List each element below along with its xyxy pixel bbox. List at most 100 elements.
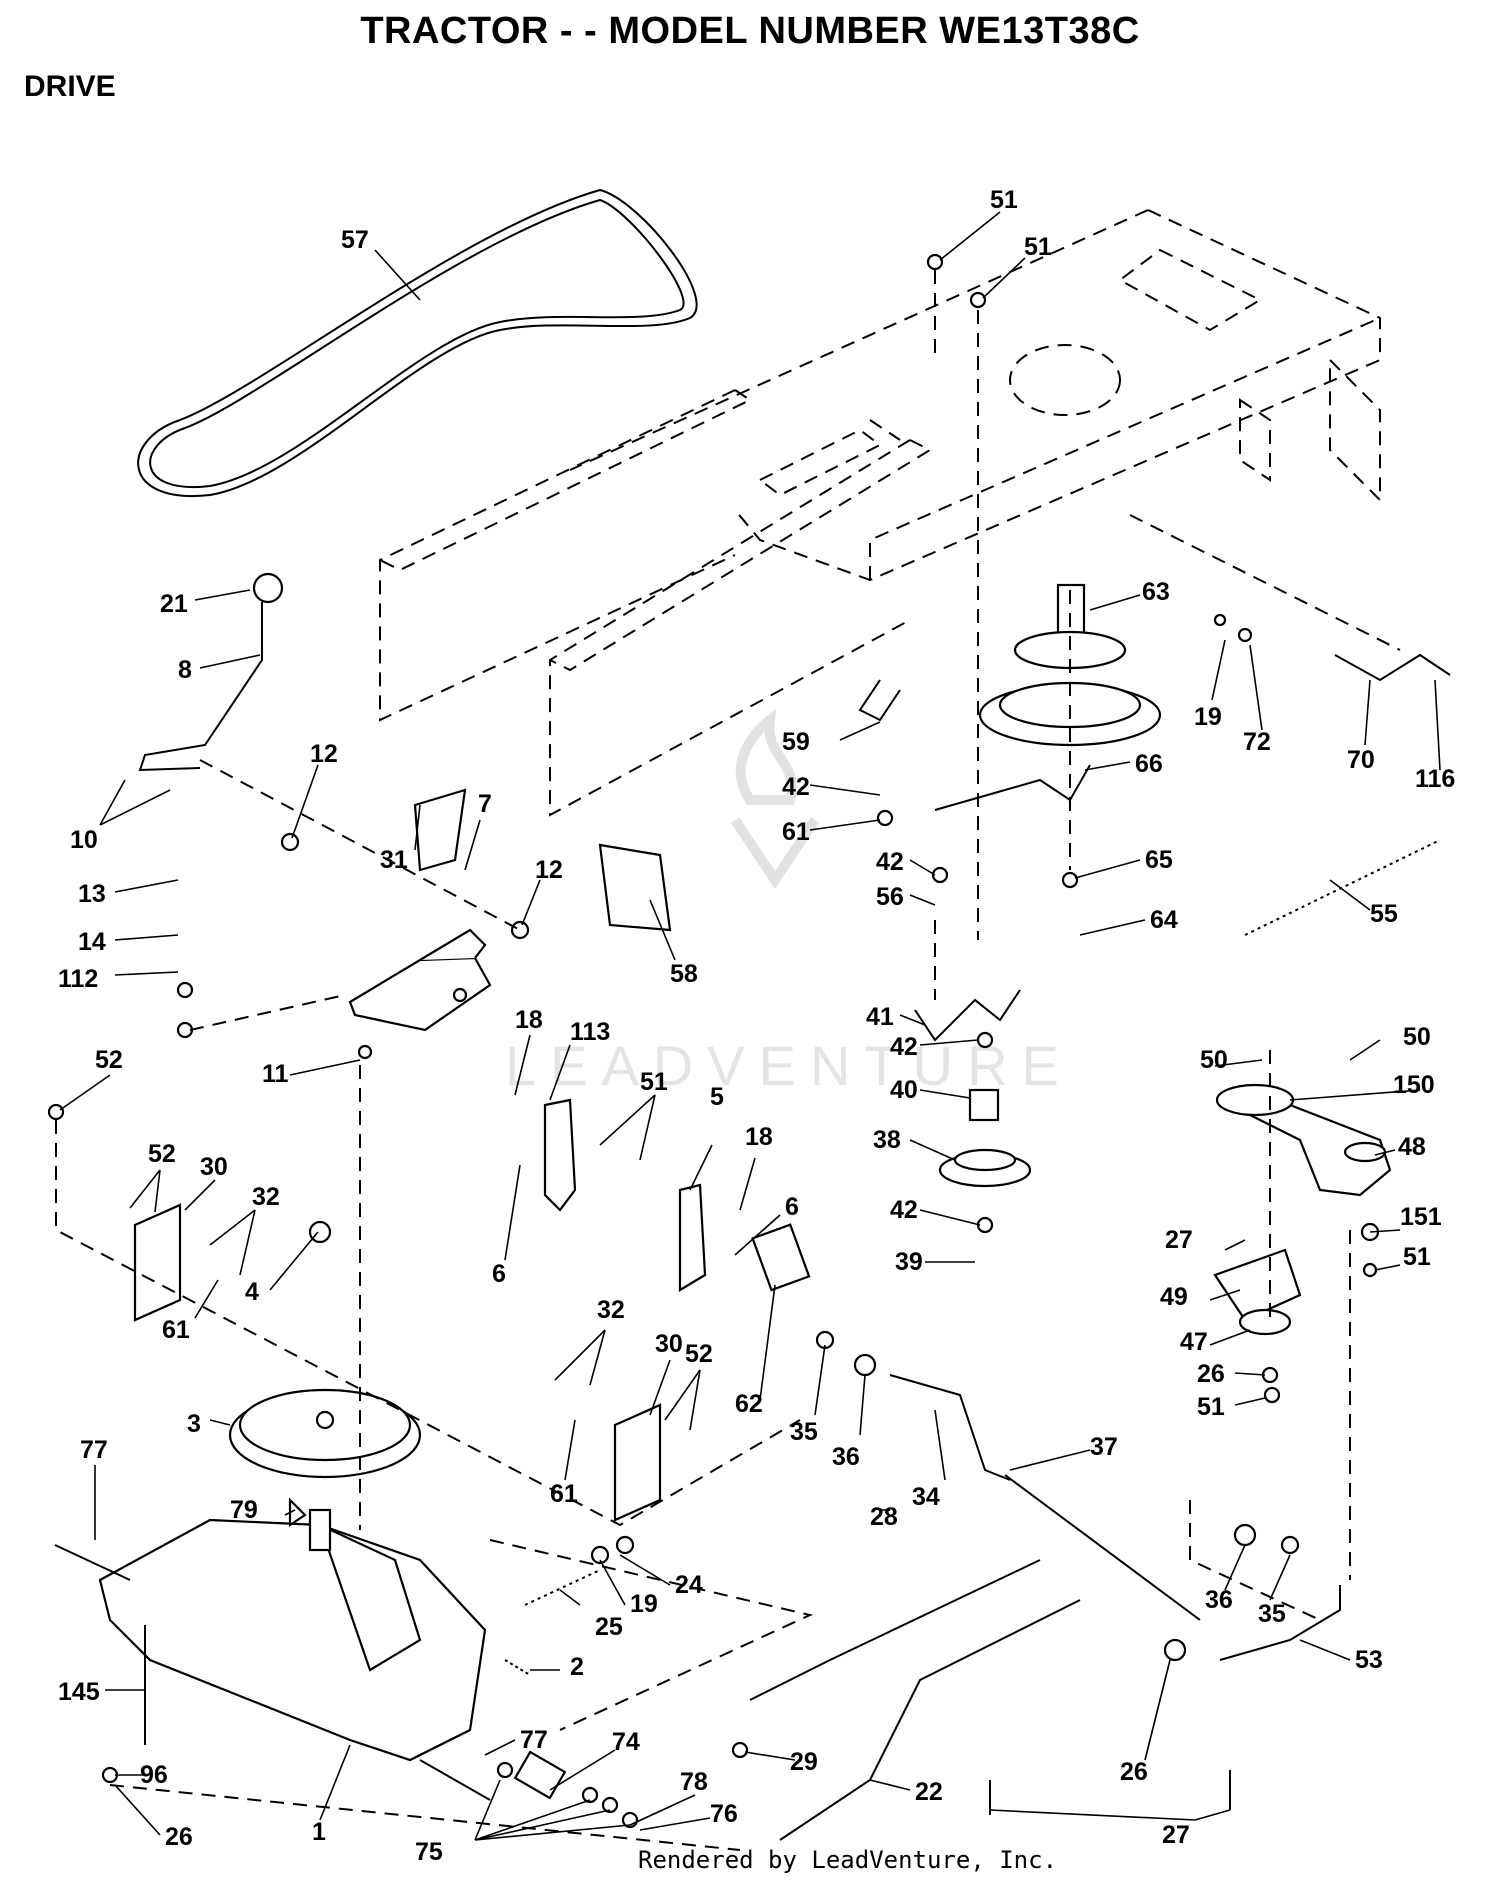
- callout-112: 112: [58, 965, 98, 993]
- callout-30: 30: [655, 1330, 683, 1358]
- callout-22: 22: [915, 1778, 943, 1806]
- callout-50: 50: [1200, 1046, 1228, 1074]
- callout-55: 55: [1370, 900, 1398, 928]
- callout-8: 8: [178, 656, 192, 684]
- bracket-5: [678, 1183, 707, 1292]
- bracket-30-right: [613, 1403, 662, 1522]
- callout-6: 6: [785, 1193, 799, 1221]
- callout-27: 27: [1162, 1821, 1190, 1849]
- callout-37: 37: [1090, 1433, 1118, 1461]
- callout-56: 56: [876, 883, 904, 911]
- leader-lines: [59, 211, 1441, 1841]
- callout-32: 32: [252, 1183, 280, 1211]
- callout-1: 1: [312, 1818, 326, 1846]
- callout-26: 26: [165, 1823, 193, 1851]
- callout-52: 52: [148, 1140, 176, 1168]
- spring-2: [504, 1659, 531, 1676]
- callout-12: 12: [535, 856, 563, 884]
- callout-11: 11: [262, 1060, 289, 1088]
- callout-21: 21: [160, 590, 188, 618]
- wire-59: [858, 679, 901, 722]
- callout-57: 57: [341, 226, 369, 254]
- callout-96: 96: [140, 1761, 168, 1789]
- rod-22: [779, 1599, 1081, 1841]
- callout-72: 72: [1243, 728, 1271, 756]
- callout-40: 40: [890, 1076, 918, 1104]
- footer-credit: Rendered by LeadVenture, Inc.: [638, 1846, 1058, 1874]
- callout-28: 28: [870, 1503, 898, 1531]
- callout-5: 5: [710, 1083, 724, 1111]
- spring-25: [524, 1569, 601, 1606]
- spring-55: [1244, 839, 1441, 936]
- callout-26: 26: [1197, 1360, 1225, 1388]
- wire-70: [1334, 653, 1451, 682]
- callout-42: 42: [782, 773, 810, 801]
- callout-78: 78: [680, 1768, 708, 1796]
- callout-63: 63: [1142, 578, 1170, 606]
- callout-42: 42: [876, 848, 904, 876]
- callout-30: 30: [200, 1153, 228, 1181]
- callout-116: 116: [1415, 765, 1455, 793]
- callout-35: 35: [790, 1418, 818, 1446]
- shield-31: [413, 788, 467, 872]
- cross-shaft-37: [1004, 1474, 1201, 1621]
- callout-19: 19: [630, 1590, 658, 1618]
- callout-34: 34: [912, 1483, 940, 1511]
- clutch-rod-34: [889, 1374, 1011, 1481]
- wire-41: [914, 989, 1021, 1042]
- callout-32: 32: [597, 1296, 625, 1324]
- callout-49: 49: [1160, 1283, 1188, 1311]
- callout-74: 74: [612, 1728, 640, 1756]
- callout-53: 53: [1355, 1646, 1383, 1674]
- callout-52: 52: [685, 1340, 713, 1368]
- bracket-7: [348, 928, 492, 1032]
- callout-59: 59: [782, 728, 810, 756]
- callout-36: 36: [832, 1443, 860, 1471]
- callout-77: 77: [520, 1726, 548, 1754]
- hardware-fasteners: [47, 253, 1380, 1829]
- callout-66: 66: [1135, 750, 1163, 778]
- callout-61: 61: [162, 1316, 190, 1344]
- callout-31: 31: [380, 846, 408, 874]
- callout-38: 38: [873, 1126, 901, 1154]
- wire-66: [934, 764, 1091, 811]
- callout-51: 51: [990, 186, 1018, 214]
- callout-50: 50: [1403, 1023, 1431, 1051]
- callout-36: 36: [1205, 1586, 1233, 1614]
- callout-51: 51: [640, 1068, 668, 1096]
- callout-7: 7: [478, 790, 492, 818]
- callout-51: 51: [1024, 233, 1052, 261]
- callout-51: 51: [1403, 1243, 1431, 1271]
- bracket-58: [598, 843, 672, 932]
- callout-19: 19: [1194, 703, 1222, 731]
- callout-18: 18: [515, 1006, 543, 1034]
- watermark-logo: LEADVENTURE: [505, 708, 1059, 1097]
- callout-14: 14: [78, 928, 106, 956]
- callout-64: 64: [1150, 906, 1178, 934]
- callout-26: 26: [1120, 1758, 1148, 1786]
- callout-42: 42: [890, 1033, 918, 1061]
- callout-151: 151: [1400, 1203, 1442, 1231]
- callout-79: 79: [230, 1496, 258, 1524]
- callout-77: 77: [80, 1436, 108, 1464]
- callout-27: 27: [1165, 1226, 1193, 1254]
- bracket-113: [543, 1098, 577, 1212]
- callout-42: 42: [890, 1196, 918, 1224]
- callout-58: 58: [670, 960, 698, 988]
- callout-39: 39: [895, 1248, 923, 1276]
- callout-10: 10: [70, 826, 98, 854]
- callout-61: 61: [782, 818, 810, 846]
- callout-70: 70: [1347, 746, 1375, 774]
- bracket-49: [1213, 1248, 1302, 1322]
- alignment-lines: [55, 270, 1401, 1851]
- callout-48: 48: [1398, 1133, 1426, 1161]
- bracket-30-left: [133, 1203, 182, 1322]
- callout-29: 29: [790, 1748, 818, 1776]
- page-title: TRACTOR - - MODEL NUMBER WE13T38C: [360, 10, 1140, 52]
- callout-65: 65: [1145, 846, 1173, 874]
- drive-belt: [137, 188, 698, 498]
- pulley-47: [1238, 1308, 1292, 1336]
- callout-41: 41: [866, 1003, 894, 1031]
- callout-35: 35: [1258, 1600, 1286, 1628]
